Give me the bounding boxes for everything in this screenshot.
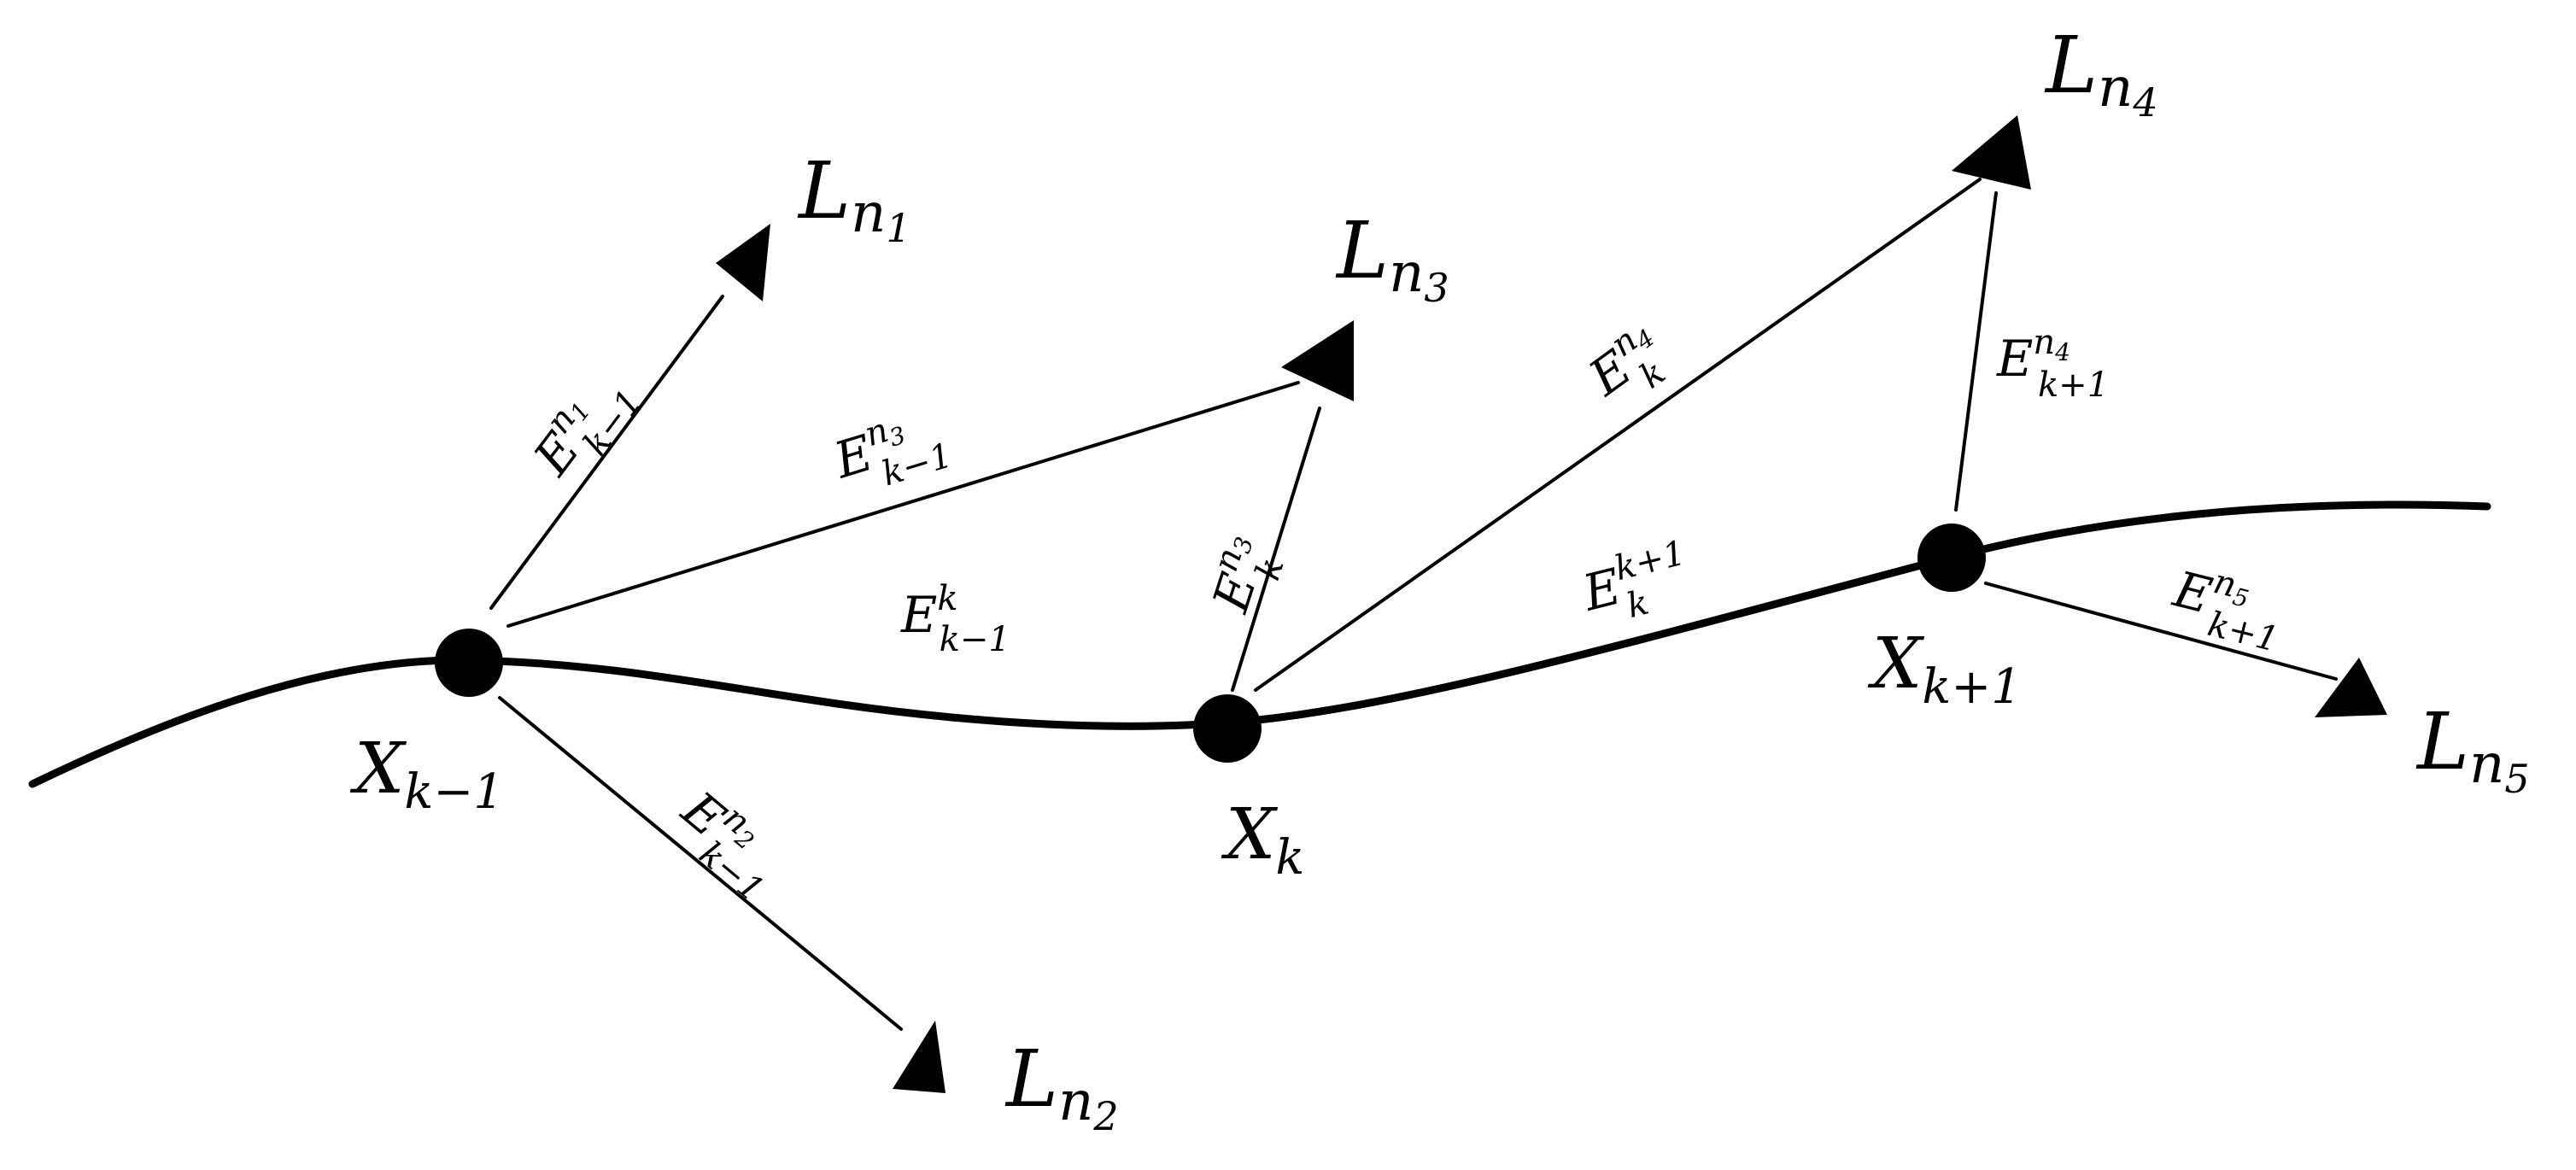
landmark-label-n4: Ln4 [2044, 20, 2158, 126]
edge-label-km1-n1: En1k−1 [517, 357, 650, 496]
edge-label-km1-n2: En2k−1 [659, 775, 799, 910]
edge-line-kp1-n4 [1954, 191, 1998, 512]
edge-label-km1-n2-group: En2k−1 [659, 775, 799, 910]
pose-node-k [1193, 694, 1262, 763]
edge-line-kp1-n5 [1984, 582, 2338, 681]
arrowhead-n4 [1952, 115, 2031, 190]
pose-node-kp1 [1917, 524, 1986, 592]
edge-label-k-n4-group: En4k [1574, 311, 1683, 421]
edge-label-k-kp1: Ek+1k [1575, 533, 1699, 635]
edge-label-kp1-n5: En5k+1 [2163, 553, 2292, 660]
edge-line-k-n3 [1231, 407, 1321, 692]
edge-line-km1-n3 [506, 381, 1300, 628]
trajectory-curve [28, 500, 2491, 788]
edge-label-km1-n3-group: En3k−1 [825, 395, 957, 506]
pose-label-kp1: Xk+1 [1867, 623, 2022, 715]
edge-label-k-n3-group: En3k [1195, 529, 1296, 624]
edge-label-k-kp1-group: Ek+1k [1575, 533, 1699, 635]
edge-label-k-n3: En3k [1195, 529, 1296, 624]
landmark-label-n5: Ln5 [2415, 696, 2530, 802]
arrowhead-n5 [2315, 658, 2387, 717]
pose-label-km1: Xk−1 [349, 728, 504, 820]
edge-label-km1-n1-group: En1k−1 [517, 357, 650, 496]
landmark-label-n1: Ln1 [797, 145, 911, 251]
landmark-label-n2: Ln2 [1004, 1033, 1119, 1139]
landmark-label-n3: Ln3 [1335, 205, 1449, 311]
edge-line-km1-n2 [498, 696, 903, 1031]
pose-label-k: Xk [1221, 794, 1304, 886]
pose-node-km1 [435, 629, 503, 697]
arrowhead-n2 [893, 1021, 946, 1093]
edge-label-kp1-n5-group: En5k+1 [2163, 553, 2292, 660]
edge-line-km1-n1 [489, 295, 724, 610]
arrowhead-n1 [716, 224, 770, 301]
edge-label-k-n4: En4k [1574, 311, 1683, 421]
edge-label-km1-n3: En3k−1 [825, 395, 957, 506]
arrowhead-n3 [1281, 320, 1354, 401]
edge-line-k-n4 [1254, 178, 1982, 692]
